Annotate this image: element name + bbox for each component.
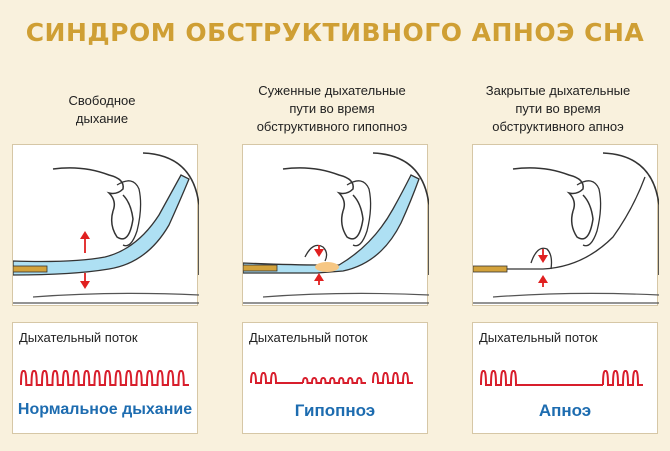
flow-label: Дыхательный поток	[479, 330, 598, 345]
caption-hypopnea: Суженные дыхательные пути во время обстр…	[232, 82, 432, 136]
status-apnea: Апноэ	[538, 401, 592, 420]
airway-hypopnea-drawing	[243, 152, 429, 304]
caption-normal: Свободное дыхание	[42, 92, 162, 128]
flow-wave-normal	[20, 370, 189, 386]
flow-label: Дыхательный поток	[249, 330, 368, 345]
illustration-apnea	[472, 144, 659, 306]
flow-wave-hypopnea	[250, 372, 413, 384]
airflow-wave	[250, 372, 413, 384]
status-normal: Нормальное дыхание	[17, 401, 193, 418]
caption-line: Суженные дыхательные	[258, 83, 406, 98]
airway-shape	[243, 174, 420, 274]
illustration-normal	[12, 144, 199, 306]
airway-normal-drawing	[13, 152, 199, 304]
caption-line: обструктивного гипопноэ	[256, 119, 408, 134]
airway-collapsed	[473, 176, 646, 270]
airflow-wave	[480, 370, 643, 386]
page-title: СИНДРОМ ОБСТРУКТИВНОГО АПНОЭ СНА	[25, 18, 645, 47]
caption-line: обструктивного апноэ	[492, 119, 624, 134]
airway-apnea-drawing	[473, 152, 659, 304]
flow-wave-apnea	[480, 370, 643, 386]
status-hypopnea: Гипопноэ	[294, 401, 376, 420]
caption-line: Закрытые дыхательные	[485, 83, 631, 98]
flow-label: Дыхательный поток	[19, 330, 138, 345]
illustration-hypopnea	[242, 144, 429, 306]
flow-panel-apnea: Дыхательный поток Апноэ	[472, 322, 658, 434]
caption-apnea: Закрытые дыхательные пути во время обстр…	[458, 82, 658, 136]
caption-line: пути во время	[289, 101, 375, 116]
flow-panel-normal: Дыхательный поток Нормальное дыхание	[12, 322, 198, 434]
narrowing-highlight	[315, 262, 339, 272]
airflow-wave	[20, 370, 189, 386]
flow-panel-hypopnea: Дыхательный поток Гипопноэ	[242, 322, 428, 434]
caption-line: пути во время	[515, 101, 601, 116]
caption-line: дыхание	[75, 111, 129, 126]
caption-line: Свободное	[68, 93, 136, 108]
airway-shape	[13, 174, 190, 276]
